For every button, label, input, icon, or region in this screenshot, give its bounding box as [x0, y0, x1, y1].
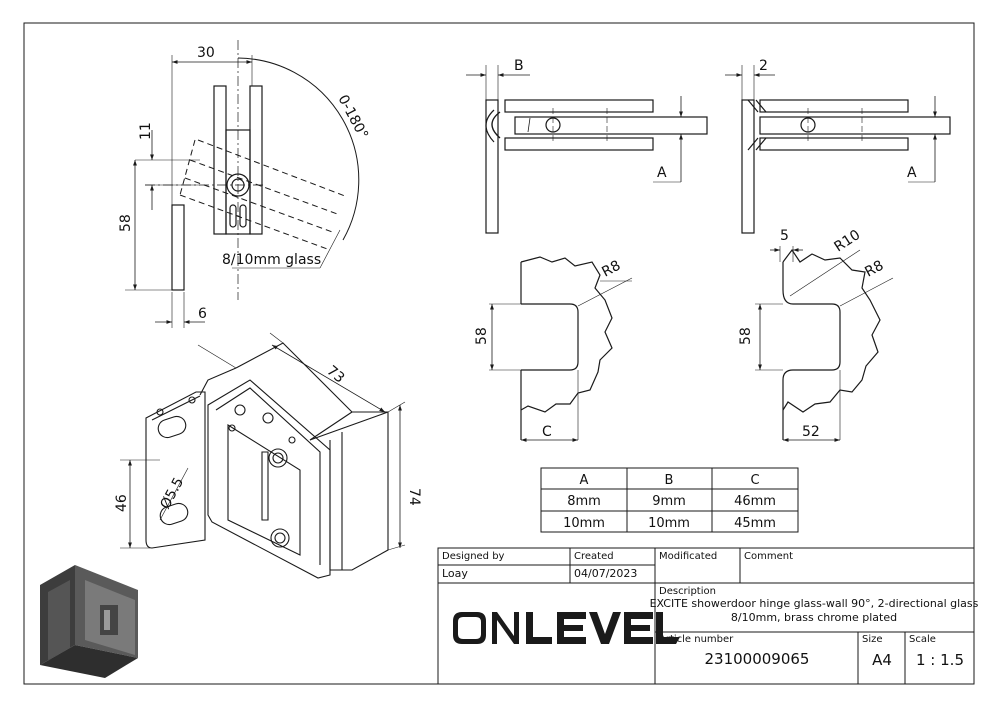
top-view: [125, 40, 360, 328]
glass-note: 8/10mm glass: [222, 252, 321, 268]
dim-a-1: A: [657, 165, 667, 181]
spec-header-c: C: [750, 473, 759, 488]
comment-label: Comment: [744, 551, 793, 562]
dim-a-2: A: [907, 165, 917, 181]
iso-dim-74: 74: [406, 488, 422, 506]
modificated-label: Modificated: [659, 551, 717, 562]
cutout2-dim-5: 5: [780, 228, 789, 244]
spec-cell: 9mm: [652, 494, 686, 509]
cutout1-c: C: [542, 424, 552, 440]
scale-label: Scale: [909, 634, 936, 645]
dim-b: B: [514, 58, 524, 74]
iso-dim-73: 73: [323, 363, 347, 387]
cutout2-radius-8: R8: [862, 258, 886, 281]
dim-2: 2: [759, 58, 768, 74]
description-line-2: 8/10mm, brass chrome plated: [731, 611, 897, 624]
cutout2-width: 52: [802, 424, 820, 440]
spec-table: [540, 467, 799, 533]
created-label: Created: [574, 551, 614, 562]
cutout1-radius: R8: [599, 258, 623, 281]
designed-by-value: Loay: [442, 567, 468, 580]
cutout2-height: 58: [738, 327, 754, 345]
isometric-view: [120, 332, 406, 579]
product-photo: [40, 565, 138, 678]
cutout-view-2: [755, 246, 894, 442]
dim-top-height: 58: [118, 214, 134, 232]
spec-header-a: A: [580, 473, 589, 488]
iso-dim-46: 46: [114, 494, 130, 512]
description-line-1: EXCITE showerdoor hinge glass-wall 90°, …: [650, 597, 979, 610]
sheet-border: [23, 22, 975, 685]
size-value: A4: [872, 651, 892, 669]
iso-hole: Ø5.5: [157, 475, 187, 512]
cutout1-height: 58: [474, 327, 490, 345]
article-label: Article number: [659, 634, 734, 645]
section-view-2: [725, 65, 951, 234]
created-value: 04/07/2023: [574, 567, 637, 580]
spec-header-b: B: [665, 473, 674, 488]
cutout-view-1: [489, 256, 633, 442]
angle-label: 0-180°: [334, 92, 371, 142]
spec-cell: 10mm: [563, 516, 605, 531]
spec-cell: 45mm: [734, 516, 776, 531]
description-label: Description: [659, 586, 716, 597]
dim-top-plate: 6: [198, 306, 207, 322]
scale-value: 1 : 1.5: [916, 651, 964, 669]
article-value: 23100009065: [705, 650, 810, 668]
section-view-1: [466, 65, 708, 234]
size-label: Size: [862, 634, 883, 645]
dim-top-width: 30: [197, 45, 215, 61]
spec-cell: 8mm: [567, 494, 601, 509]
spec-cell: 46mm: [734, 494, 776, 509]
dim-top-offset: 11: [138, 122, 154, 140]
onlevel-logo: [453, 612, 680, 644]
spec-cell: 10mm: [648, 516, 690, 531]
designed-by-label: Designed by: [442, 551, 505, 562]
title-block: [437, 547, 975, 685]
